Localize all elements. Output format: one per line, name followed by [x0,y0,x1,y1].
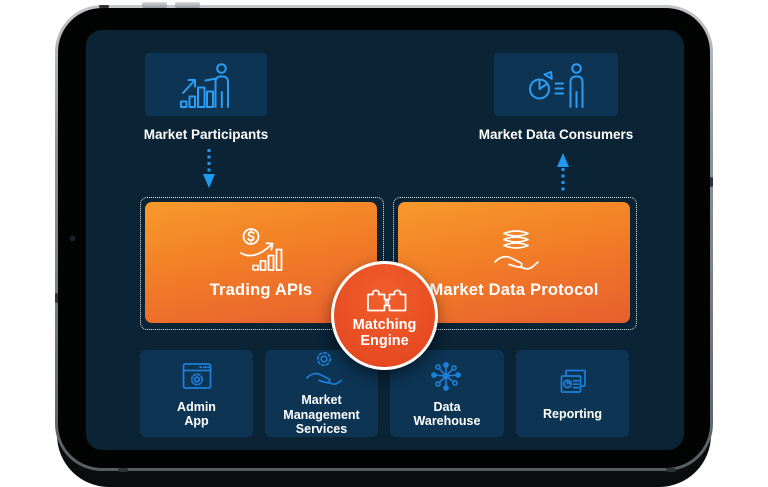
actor-box-market-participants [145,53,267,116]
antenna-line-left [55,293,58,303]
dollar-growth-chart-icon [236,226,286,272]
volume-down-button [175,2,200,8]
gateway-title: Trading APIs [209,280,313,299]
engine-label: Matching Engine [352,317,417,349]
volume-up-button [142,2,167,8]
layers-on-hand-icon [486,226,542,272]
service-card-admin-app: Admin App [140,350,253,437]
report-documents-icon [556,366,590,400]
actor-label: Market Participants [143,127,269,142]
service-card-reporting: Reporting [516,350,629,437]
actor-box-market-data-consumers [494,53,618,116]
service-card-market-management-services: Market Management Services [265,350,378,437]
matching-engine-badge: Matching Engine [331,261,438,370]
app-window-gear-icon [180,359,214,393]
person-with-chart-icon [178,62,234,108]
gear-on-hand-icon [302,350,342,386]
service-card-data-warehouse: Data Warehouse [390,350,504,437]
person-with-pie-chart-icon [525,62,587,108]
gateway-card-market-data-protocol: Market Data Protocol [398,202,630,323]
antenna-line-top [99,5,109,8]
antenna-line-bottom-right [666,468,676,472]
service-label: Market Management Services [283,393,360,437]
service-label: Admin App [177,399,216,428]
actor-label: Market Data Consumers [478,127,634,142]
service-label: Reporting [542,406,603,421]
arrow-up-icon [556,151,570,193]
antenna-line-right [710,177,713,187]
network-hub-icon [430,359,464,393]
puzzle-pieces-icon [363,281,407,315]
antenna-line-bottom-left [118,468,128,472]
gateway-title: Market Data Protocol [429,280,599,299]
arrow-down-icon [202,148,216,190]
service-label: Data Warehouse [413,399,481,428]
front-camera [70,236,75,241]
